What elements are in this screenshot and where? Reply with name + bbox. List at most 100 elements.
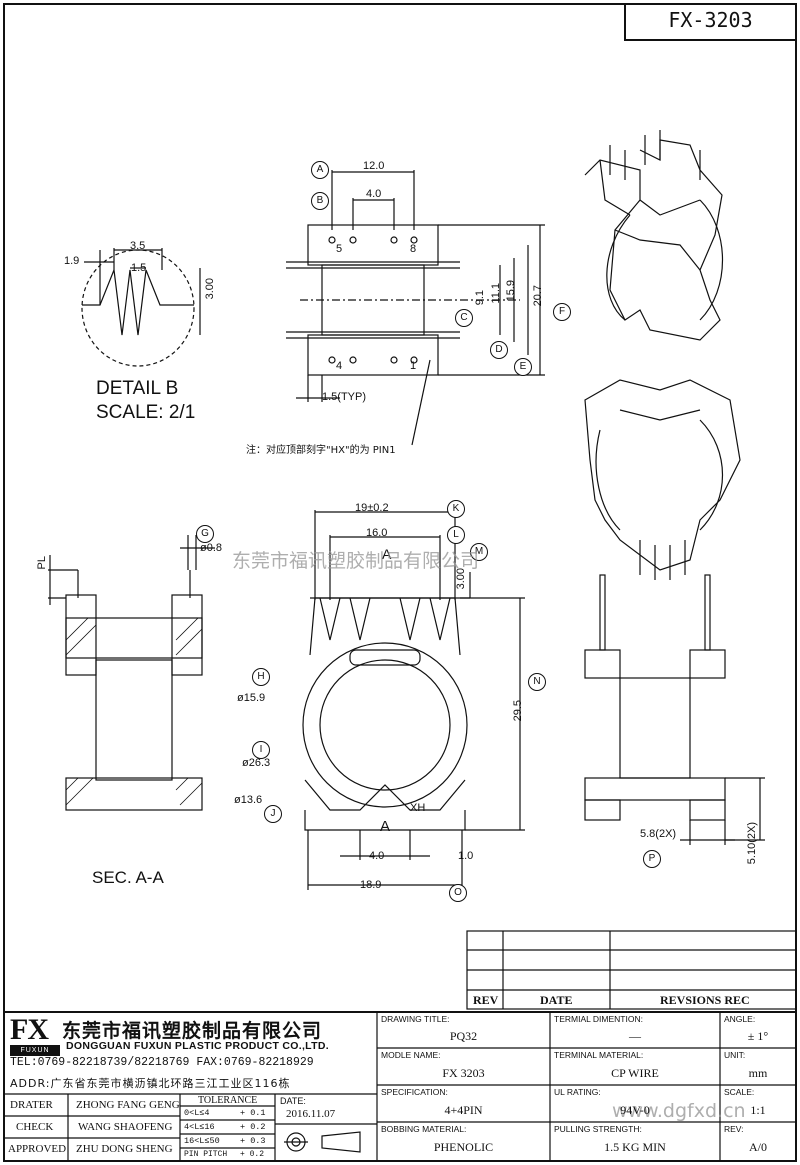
angle-value: ± 1° (747, 1029, 769, 1043)
company-tel: TEL:0769-82218739/82218769 FAX:0769-8221… (10, 1056, 314, 1069)
top-dim-120: 12.0 (363, 160, 385, 172)
front-dim-40: 4.0 (369, 850, 385, 862)
section-pl: PL (36, 556, 48, 570)
front-dim-295: 29.5 (512, 700, 524, 722)
term-mat-label: TERMINAL MATERIAL: (554, 1050, 644, 1060)
rev-header-rev: REV (473, 993, 499, 1007)
scale-label: SCALE: (724, 1087, 755, 1097)
term-dim-label: TERMIAL DIMENTION: (554, 1014, 643, 1024)
top-pin1: 1 (410, 360, 417, 372)
tolerance-tol-0: + 0.1 (240, 1108, 266, 1118)
top-dim-91: 9.1 (474, 290, 486, 306)
callout-p: P (643, 850, 661, 868)
spec-label: SPECIFICATION: (381, 1087, 448, 1097)
side-dim-58: 5.8(2X) (640, 828, 677, 840)
front-dia-263: ø26.3 (242, 757, 271, 769)
company-address: ADDR:广东省东莞市横沥镇北环路三江工业区116栋 (10, 1077, 291, 1090)
callout-b: B (311, 192, 329, 210)
signoff-role-approved: APPROVED (8, 1143, 67, 1155)
detail-scale: SCALE: 2/1 (96, 402, 196, 423)
top-dim-159: 15.9 (505, 280, 517, 302)
model-name-label: MODLE NAME: (381, 1050, 441, 1060)
date-value: 2016.11.07 (286, 1108, 336, 1120)
rev-header-date: DATE (540, 993, 573, 1007)
front-dim-190: 19±0.2 (355, 502, 389, 514)
term-mat-value: CP WIRE (611, 1066, 659, 1080)
front-dim-160: 16.0 (366, 527, 388, 539)
pin1-note: 注：对应顶部刻字"HX"的为 PIN1 (246, 445, 396, 456)
callout-e: E (514, 358, 532, 376)
top-dim-40: 4.0 (366, 188, 382, 200)
drawing-number-box: FX-3203 (668, 8, 753, 32)
front-dim-10: 1.0 (458, 850, 474, 862)
pull-value: 1.5 KG MIN (604, 1140, 666, 1154)
bobbin-value: PHENOLIC (433, 1140, 494, 1154)
front-dia-159: ø15.9 (237, 692, 266, 704)
callout-m: M (470, 543, 488, 561)
callout-f: F (553, 303, 571, 321)
drawing-title-value: PQ32 (449, 1029, 478, 1043)
callout-j: J (264, 805, 282, 823)
watermark-company: 东莞市福讯塑胶制品有限公司 (232, 550, 480, 572)
tolerance-range-1: 4<L≤16 (184, 1122, 215, 1132)
company-name-en: DONGGUAN FUXUN PLASTIC PRODUCT CO.,LTD. (66, 1040, 329, 1052)
company-logo: FX (10, 1013, 49, 1046)
tolerance-tol-2: + 0.3 (240, 1136, 266, 1146)
top-dim-15typ: 1.5(TYP) (322, 391, 367, 403)
detail-title: DETAIL B (96, 378, 179, 399)
top-pin5: 5 (336, 243, 343, 255)
term-dim-value: — (629, 1029, 641, 1043)
front-label-a-bottom: A (380, 818, 391, 835)
callout-a: A (311, 161, 329, 179)
detail-dim-35: 3.5 (130, 240, 146, 252)
unit-label: UNIT: (724, 1050, 746, 1060)
watermark-url: www.dgfxd.cn (612, 1100, 746, 1122)
tolerance-range-0: 0<L≤4 (184, 1108, 210, 1118)
signoff-name-approved: ZHU DONG SHENG (76, 1143, 173, 1155)
angle-label: ANGLE: (724, 1014, 756, 1024)
signoff-name-drater: ZHONG FANG GENG (76, 1099, 180, 1111)
section-title: SEC. A-A (92, 868, 164, 887)
tolerance-tol-3: + 0.2 (240, 1150, 265, 1159)
callout-g: G (196, 525, 214, 543)
signoff-role-drater: DRATER (10, 1099, 53, 1111)
spec-value: 4+4PIN (444, 1103, 483, 1117)
top-pin8: 8 (410, 243, 417, 255)
detail-dim-300: 3.00 (204, 278, 216, 300)
rev-header-rec: REVSIONS REC (660, 993, 750, 1007)
top-dim-111: 11.1 (490, 283, 502, 304)
front-label-xh: XH (410, 802, 426, 814)
top-pin4: 4 (336, 360, 343, 372)
top-dim-207: 20.7 (532, 285, 544, 307)
callout-o: O (449, 884, 467, 902)
company-name-cn: 东莞市福讯塑胶制品有限公司 (62, 1020, 323, 1042)
unit-value: mm (748, 1066, 768, 1080)
tolerance-tol-1: + 0.2 (240, 1122, 266, 1132)
callout-c: C (455, 309, 473, 327)
drawing-title-label: DRAWING TITLE: (381, 1014, 450, 1024)
tolerance-range-3: PIN PITCH (184, 1150, 228, 1159)
company-logo-sub: FUXUN (10, 1045, 60, 1056)
rev-label: REV: (724, 1124, 744, 1134)
date-label: DATE: (280, 1096, 306, 1106)
bobbin-label: BOBBING MATERIAL: (381, 1124, 467, 1134)
model-name-value: FX 3203 (442, 1066, 485, 1080)
callout-h: H (252, 668, 270, 686)
detail-dim-15: 1.5 (131, 262, 147, 274)
scale-value: 1:1 (750, 1103, 766, 1117)
signoff-name-check: WANG SHAOFENG (78, 1121, 173, 1133)
ul-label: UL RATING: (554, 1087, 601, 1097)
detail-dim-19: 1.9 (64, 255, 80, 267)
callout-k: K (447, 500, 465, 518)
callout-n: N (528, 673, 546, 691)
signoff-role-check: CHECK (16, 1121, 54, 1133)
pull-label: PULLING STRENGTH: (554, 1124, 642, 1134)
callout-d: D (490, 341, 508, 359)
tolerance-range-2: 16<L≤50 (184, 1136, 220, 1146)
section-dia-08: ø0.8 (200, 542, 223, 554)
callout-i: I (252, 741, 270, 759)
front-label-a-top: A (382, 546, 392, 562)
tolerance-title: TOLERANCE (198, 1095, 258, 1106)
